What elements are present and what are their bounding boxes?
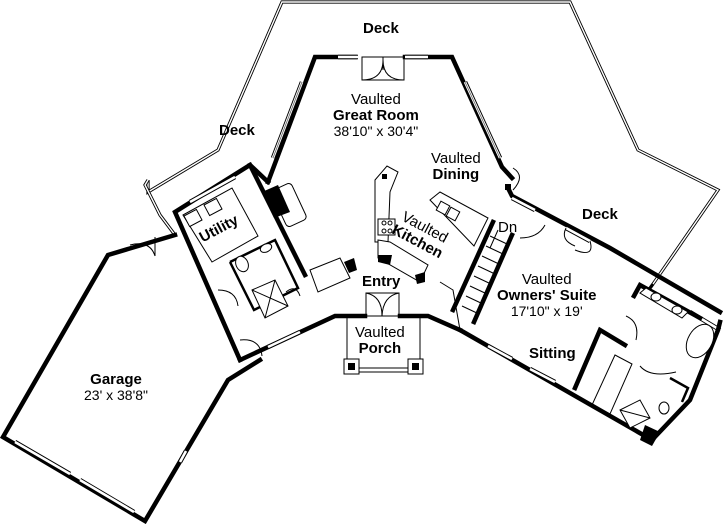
room-label-owners-suite: Vaulted Owners' Suite 17'10" x 19'	[497, 272, 596, 318]
room-label-deck-left: Deck	[219, 123, 255, 139]
room-name: Sitting	[529, 345, 576, 362]
stairs-direction: Dn	[498, 219, 518, 236]
room-name: Owners' Suite	[497, 286, 597, 304]
entry-walls	[237, 292, 463, 363]
room-name: Dining	[432, 165, 480, 183]
room-label-great-room: Vaulted Great Room 38'10" x 30'4"	[333, 92, 419, 138]
room-name: Deck	[219, 122, 255, 139]
room-dimensions: 17'10" x 19'	[510, 302, 583, 319]
great-room-walls	[265, 54, 516, 185]
room-name: Deck	[363, 20, 399, 37]
room-label-dining: Vaulted Dining	[431, 151, 481, 183]
wall-junction	[505, 184, 511, 190]
room-label-sitting: Sitting	[529, 346, 576, 362]
owners-suite-walls	[456, 184, 724, 446]
room-dimensions: 38'10" x 30'4"	[333, 122, 419, 139]
room-prefix: Vaulted	[355, 324, 405, 341]
stairs-direction-label: Dn	[498, 220, 517, 236]
room-name: Garage	[90, 371, 142, 388]
room-label-deck-top: Deck	[363, 21, 399, 37]
room-label-entry: Entry	[362, 274, 400, 290]
porch	[343, 316, 424, 375]
garage-walls	[0, 232, 264, 524]
stairs	[439, 219, 515, 331]
room-name: Deck	[582, 206, 618, 223]
room-name: Great Room	[333, 106, 419, 124]
kitchen-fixtures	[374, 165, 520, 284]
room-prefix: Vaulted	[431, 150, 481, 167]
room-name: Porch	[358, 339, 402, 357]
utility-wing	[172, 161, 357, 363]
room-prefix: Vaulted	[521, 271, 572, 288]
room-label-porch: Vaulted Porch	[355, 325, 405, 357]
room-label-deck-right: Deck	[582, 207, 618, 223]
room-dimensions: 23' x 38'8"	[84, 386, 149, 403]
room-name: Entry	[362, 273, 401, 290]
room-prefix: Vaulted	[351, 91, 401, 108]
room-label-garage: Garage 23' x 38'8"	[84, 372, 148, 402]
